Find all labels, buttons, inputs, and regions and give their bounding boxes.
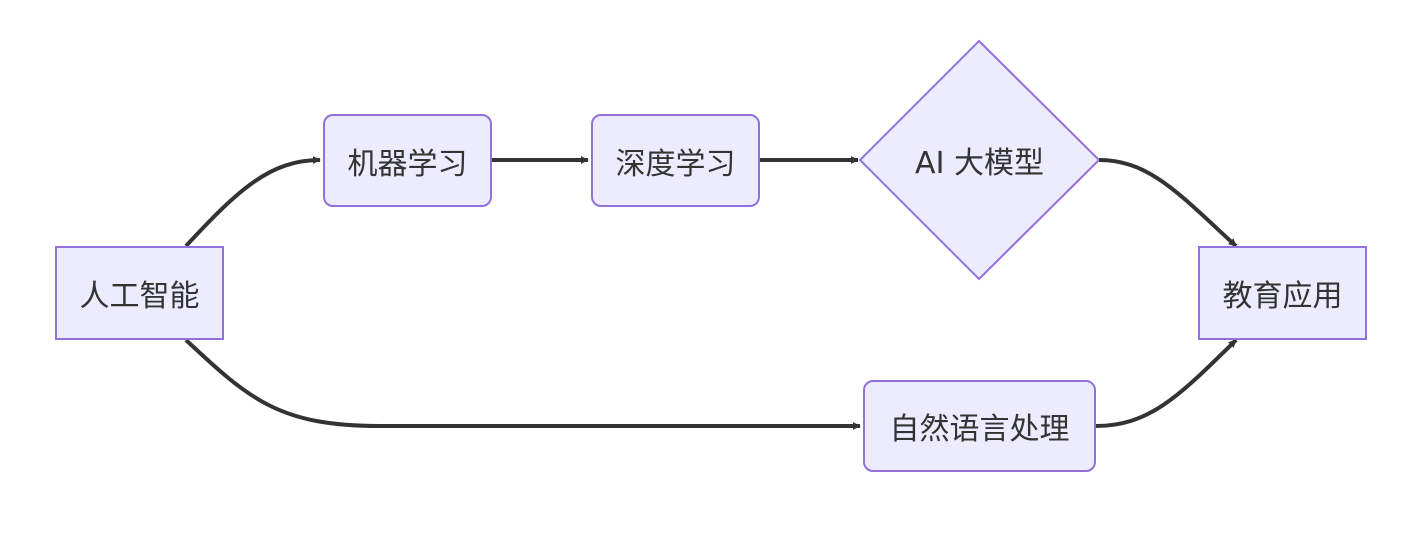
node-ai[interactable]: 人工智能 bbox=[55, 246, 224, 340]
node-edu[interactable]: 教育应用 bbox=[1198, 246, 1367, 340]
node-edu-label: 教育应用 bbox=[1222, 279, 1343, 314]
edge-ai-to-nlp bbox=[184, 338, 861, 430]
edge-llm-to-edu bbox=[1098, 158, 1238, 248]
node-llm-label: AI 大模型 bbox=[915, 146, 1044, 181]
node-dl[interactable]: 深度学习 bbox=[591, 114, 760, 207]
node-ai-label: 人工智能 bbox=[79, 279, 200, 314]
edge-ai-to-ml bbox=[184, 156, 321, 248]
node-llm-diamond[interactable] bbox=[858, 39, 1101, 281]
node-nlp[interactable]: 自然语言处理 bbox=[863, 380, 1096, 472]
node-nlp-label: 自然语言处理 bbox=[889, 412, 1070, 447]
node-ml-label: 机器学习 bbox=[347, 146, 468, 182]
node-dl-label: 深度学习 bbox=[615, 146, 736, 182]
node-llm-label-box: AI 大模型 bbox=[880, 130, 1079, 190]
node-ml[interactable]: 机器学习 bbox=[323, 114, 492, 207]
edge-nlp-to-edu bbox=[1095, 338, 1238, 428]
